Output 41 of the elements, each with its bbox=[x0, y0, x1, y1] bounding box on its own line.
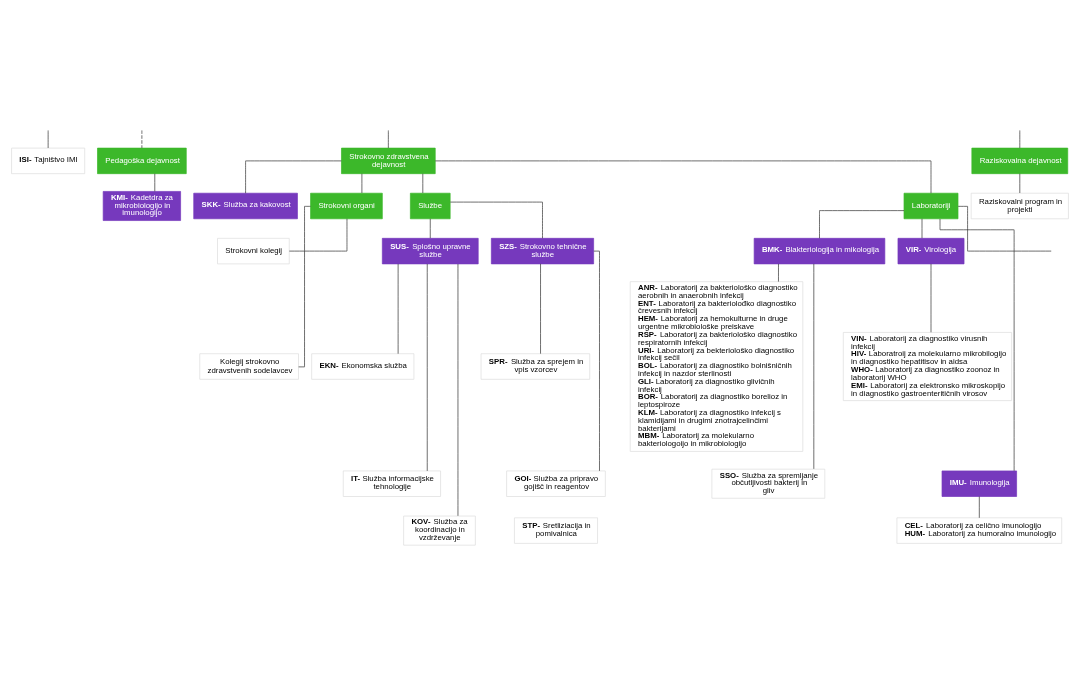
node-box: Službe bbox=[410, 192, 451, 220]
connector bbox=[939, 218, 1015, 472]
node-box: IT- Služba informacijske tehnologije bbox=[342, 470, 441, 497]
connector bbox=[288, 218, 348, 252]
node-box: SKK- Služba za kakovost bbox=[193, 192, 298, 220]
node-box: STP- Sretliziacija in pomivalnica bbox=[514, 517, 598, 544]
node-box: ISI- Tajništvo IMI bbox=[11, 147, 86, 175]
connector bbox=[819, 210, 905, 239]
node-box: CEL- Laboratorij za celično imunologijo HUM- Laboratorij za humoralno imunologijo bbox=[896, 517, 1063, 544]
node-box: SPR- Služba za sprejem in vpis vzorcev bbox=[480, 353, 591, 380]
connector bbox=[388, 130, 389, 149]
node-box: KMI- Kadetdra za mikrobiologijo in imunologijo bbox=[102, 191, 181, 221]
connector bbox=[778, 263, 779, 282]
node-box: BMK- Blakteriologija in mikologija bbox=[753, 237, 886, 265]
connector bbox=[245, 160, 342, 194]
node-box: Raziskovalni program in projekti bbox=[970, 192, 1069, 220]
node-box: KOV- Služba za koordinacijo in vzdrževanje bbox=[403, 515, 476, 546]
node-box: Strokovno zdravstvena dejavnost bbox=[341, 147, 436, 175]
node-box: Strokovni kolegij bbox=[217, 237, 290, 265]
node-box: Pedagoška dejavnost bbox=[97, 147, 187, 175]
node-box: SZS- Strokovno tehnične službe bbox=[491, 237, 594, 265]
connector bbox=[429, 218, 431, 239]
node-box: SSO- Služba za spremljanje občutljivosti bakterij in gliv bbox=[711, 468, 826, 499]
node-box: Laboratoriji bbox=[903, 192, 959, 220]
connector bbox=[957, 206, 1052, 252]
connector bbox=[426, 263, 428, 472]
node-box: SUS- Splošno upravne službe bbox=[381, 237, 479, 265]
node-box: IMU- Imunologija bbox=[941, 470, 1017, 497]
node-box: EKN- Ekonomska služba bbox=[311, 353, 415, 380]
connector bbox=[298, 206, 311, 368]
node-box: Strokovni organi bbox=[310, 192, 383, 220]
node-box: VIN- Laboratorij za diagnostiko virusnih infekcij HIV- Laboratroij za molekularno mikrobilogijo in diagnostiko hepatitisov in aidsa WHO- Laboratorij za diagnostiko zoonoz in laboratorij WHO EMI- Laboratorij za elektronsko mikroskopijo in diagnostiko gastroenteritičnih virosov bbox=[842, 332, 1012, 401]
connector bbox=[593, 250, 600, 472]
node-box: Kolegij strokovno zdravstvenih sodelavcev bbox=[199, 353, 299, 380]
connector bbox=[540, 263, 541, 355]
node-box: GOI- Služba za pripravo gojišč in reagentov bbox=[506, 470, 606, 497]
node-box: VIR- Virologija bbox=[897, 237, 965, 265]
connector bbox=[978, 496, 980, 519]
connector bbox=[449, 201, 543, 239]
node-box: Raziskovalna dejavnost bbox=[971, 147, 1069, 175]
node-box: ANR- Laboratorij za bakteriološko diagnostiko aerobnih in anaerobnih infekcij ENT- Laboratorij za bakteriolođko diagnostiko črevesnih infekcij HEM- Laboratorij za hemokulturne in druge urgentne mikrobiološke preiskave RSP- Laboratorij za bakteriološko diagnostiko respiratornih infekcij URI- Laboratorij za bekteriološko diagnostiko infekcij sečil BOL- Laboratorij za diagnostiko bolnišničnih infekcij in nazdor sterlinosti GLI- Laboratorij za diagnostiko glivičnih infekcij BOR- Laboratorij za diagnostiko borelioz in leptospiroze KLM- Laboratorij za diagnostiko infekcij s klamidijami in drugimi znotrajcelinčimi bakterijami MBM- Laboratorij za molekularno bakteriologoijo in mikrobiologijo bbox=[629, 281, 804, 452]
